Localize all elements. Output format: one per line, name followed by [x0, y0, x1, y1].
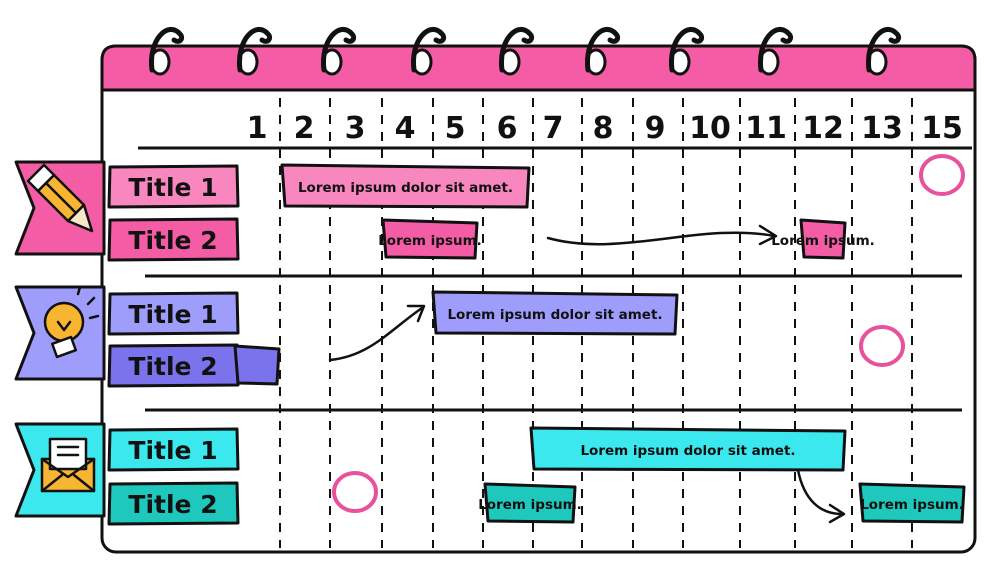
binding-ring: [411, 26, 447, 76]
envelope-icon: [40, 437, 96, 493]
row-title-label: Title 2: [128, 226, 217, 255]
task-bar-shape: [233, 344, 281, 386]
row-title-tag: Title 1: [107, 427, 240, 472]
task-bar-shape: [799, 218, 847, 260]
column-label: 11: [745, 111, 787, 146]
column-label: 5: [445, 111, 466, 146]
binding-ring: [585, 26, 621, 76]
binding-ring: [866, 26, 902, 76]
task-group: Title 1 Title 2: [14, 285, 240, 388]
ring-wire: [499, 26, 535, 73]
task-bar-label: Lorem ipsum dolor sit amet.: [298, 180, 513, 196]
ring-wire: [866, 26, 902, 73]
column-label: 8: [593, 111, 614, 146]
task-bar-shape: [381, 218, 479, 260]
row-title-box: [107, 481, 240, 526]
task-group: Title 1 Title 2: [14, 160, 240, 262]
ring-wire: [758, 26, 794, 73]
binding-ring: [149, 26, 185, 76]
column-label: 3: [345, 111, 366, 146]
binding-ring: [321, 26, 357, 76]
column-label: 4: [395, 111, 416, 146]
row-title-label: Title 1: [128, 300, 217, 329]
arrow-head: [828, 503, 846, 524]
row-title-label: Title 1: [128, 173, 217, 202]
task-bar-label: Lorem ipsum.: [378, 233, 482, 249]
row-title-tag: Title 2: [107, 343, 240, 388]
lightbulb-icon: [43, 285, 100, 359]
spiral-binding: [149, 26, 902, 76]
binding-ring: [669, 26, 705, 76]
arrow-head: [406, 304, 426, 323]
row-title-tag: Title 2: [107, 481, 240, 526]
row-title-label: Title 2: [128, 352, 217, 381]
milestone-circle: [332, 471, 378, 513]
milestone-circle: [919, 154, 965, 196]
column-label: 15: [921, 111, 963, 146]
row-title-box: [107, 164, 240, 209]
column-label: 9: [645, 111, 666, 146]
ring-wire: [321, 26, 357, 73]
task-bar: Lorem ipsum dolor sit amet.: [529, 426, 847, 472]
task-group: Title 1 Title 2: [14, 422, 240, 526]
row-title-tag: Title 1: [107, 291, 240, 336]
row-title-label: Title 2: [128, 490, 217, 519]
task-bar: Lorem ipsum.: [771, 218, 875, 260]
ring-wire: [585, 26, 621, 73]
task-bar-label: Lorem ipsum.: [860, 497, 964, 513]
dependency-arrow: [328, 306, 424, 362]
row-title-box: [107, 343, 240, 388]
ring-wire: [411, 26, 447, 73]
row-title-tag: Title 2: [107, 217, 240, 262]
column-label: 12: [802, 111, 844, 146]
column-label: 2: [294, 111, 315, 146]
column-label: 6: [497, 111, 518, 146]
calendar-header-strip: [100, 44, 977, 92]
dependency-arrow: [796, 468, 844, 516]
task-bar-shape: [431, 290, 679, 336]
task-bar-label: Lorem ipsum dolor sit amet.: [580, 443, 795, 459]
task-bar-shape: [858, 482, 966, 524]
task-bars: Lorem ipsum dolor sit amet. Lorem ipsum. L…: [233, 163, 966, 524]
task-bar: Lorem ipsum dolor sit amet.: [280, 163, 531, 209]
task-bar-label: Lorem ipsum.: [478, 497, 582, 513]
task-bar-shape: [280, 163, 531, 209]
binding-ring: [237, 26, 273, 76]
column-label: 7: [543, 111, 564, 146]
binding-ring: [758, 26, 794, 76]
ring-wire: [149, 26, 185, 73]
task-bar: Lorem ipsum.: [378, 218, 482, 260]
arrow-head: [758, 224, 778, 246]
dependency-arrows: [328, 224, 846, 524]
milestone-markers: [332, 154, 965, 513]
task-bar-label: Lorem ipsum.: [771, 233, 875, 249]
ring-wire: [237, 26, 273, 73]
dependency-arrow: [546, 231, 776, 246]
task-bar-shape: [529, 426, 847, 472]
task-bar-label: Lorem ipsum dolor sit amet.: [447, 307, 662, 323]
task-bar: [233, 344, 281, 386]
row-title-label: Title 1: [128, 436, 217, 465]
binding-ring: [499, 26, 535, 76]
row-title-box: [107, 217, 240, 262]
ring-wire: [669, 26, 705, 73]
milestone-circle: [859, 325, 905, 367]
pencil-icon: [26, 163, 94, 233]
row-title-box: [107, 291, 240, 336]
row-title-box: [107, 427, 240, 472]
task-bar: Lorem ipsum.: [858, 482, 966, 524]
row-title-tag: Title 1: [107, 164, 240, 209]
column-label: 10: [689, 111, 731, 146]
column-label: 13: [861, 111, 903, 146]
task-bar-shape: [483, 482, 577, 524]
column-label: 1: [247, 111, 268, 146]
task-bar: Lorem ipsum dolor sit amet.: [431, 290, 679, 336]
task-bar: Lorem ipsum.: [478, 482, 582, 524]
